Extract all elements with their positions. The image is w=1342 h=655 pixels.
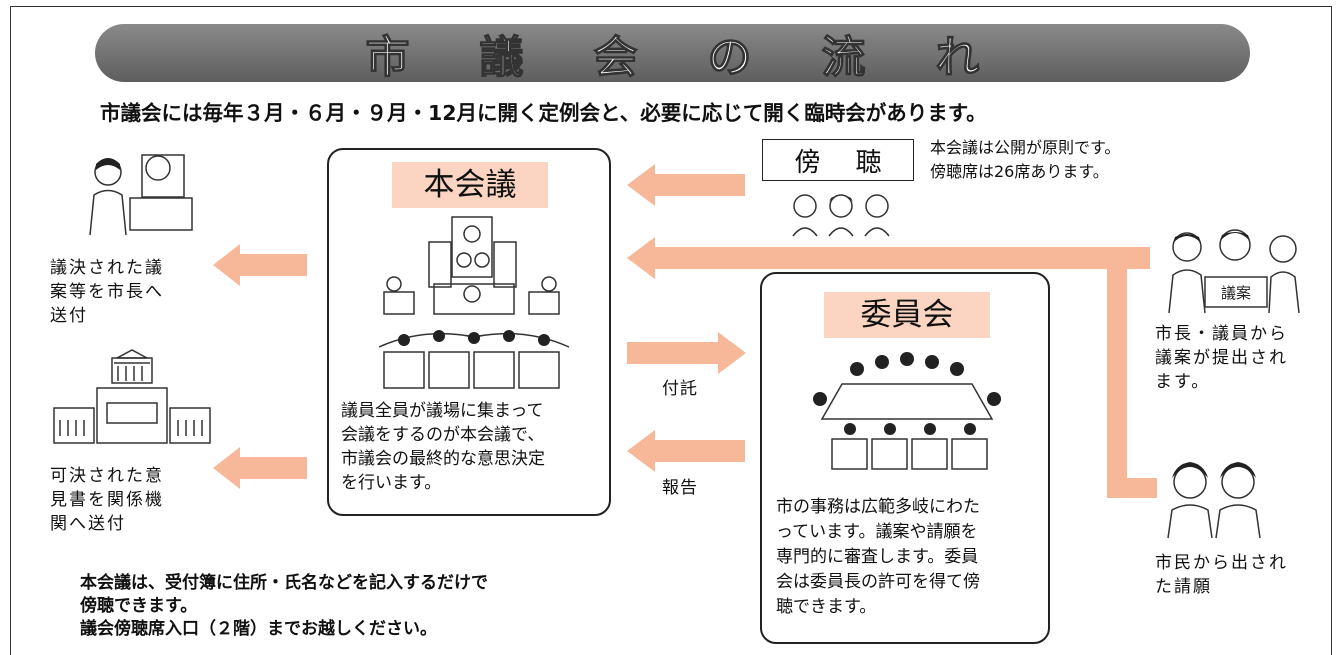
mayor-handover-illustration <box>89 154 193 236</box>
subtitle: 市議会には毎年３月・６月・９月・12月に開く定例会と、必要に応じて開く臨時会があ… <box>100 101 987 125</box>
notice-line-2: 傍聴できます。 <box>80 596 198 616</box>
honkaigi-desc: 議員全員が議場に集まって 会議をするのが本会議で、 市議会の最終的な意思決定 を… <box>341 401 545 493</box>
mayor-and-members-illustration: 議案 <box>1168 229 1300 314</box>
arrow-bocho-to-honkaigi <box>627 164 745 206</box>
petition-text: 市民から出され た請願 <box>1155 553 1288 597</box>
bocho-label: 傍 聴 <box>762 139 914 181</box>
arrow-honkaigi-to-mayor <box>213 244 307 286</box>
arrow-hokoku <box>627 430 745 472</box>
notice-line-3: 議会傍聴席入口（２階）までお越しください。 <box>80 619 437 639</box>
iinkai-box: 委員会 市の事務は広範多岐にわた っています。議案や請願を 専門的に審査します。… <box>760 272 1050 644</box>
plenary-hall-illustration <box>378 216 570 389</box>
audience-illustration <box>792 194 890 237</box>
page-frame <box>10 6 1332 655</box>
connector-petition <box>1107 478 1157 498</box>
sent-opinion-text: 可決された意 見書を関係機 関へ送付 <box>50 466 164 534</box>
iinkai-title: 委員会 <box>824 292 990 338</box>
honkaigi-title: 本会議 <box>392 162 548 208</box>
notice: 本会議は、受付簿に住所・氏名などを記入するだけで 傍聴できます。 議会傍聴席入口… <box>80 572 488 641</box>
honkaigi-box: 本会議 議員全員が議場に集まって 会議をするのが本会議で、 市議会の最終的な意思… <box>327 148 611 516</box>
connector-vertical <box>1107 258 1127 490</box>
banner: 市議会の流れ <box>95 24 1250 84</box>
arrow-proposal-to-honkaigi <box>627 237 1150 279</box>
proposal-text: 市長・議員から 議案が提出され ます。 <box>1155 324 1288 392</box>
citizens-illustration <box>1167 462 1261 539</box>
notice-line-1: 本会議は、受付簿に住所・氏名などを記入するだけで <box>80 573 488 593</box>
arrow-futaku <box>627 332 746 374</box>
bocho-note: 本会議は公開が原則です。 傍聴席は26席あります。 <box>930 138 1121 181</box>
government-building-illustration <box>53 349 211 444</box>
committee-illustration <box>813 352 1001 470</box>
iinkai-desc: 市の事務は広範多岐にわた っています。議案や請願を 専門的に審査します。委員 会… <box>776 497 980 617</box>
futaku-label: 付託 <box>662 379 698 399</box>
gian-label: 議案 <box>1221 284 1251 302</box>
sent-to-mayor-text: 議決された議 案等を市長へ 送付 <box>50 258 164 326</box>
bocho-label-1: 傍 <box>794 147 821 178</box>
arrow-honkaigi-to-agencies <box>213 447 307 489</box>
hokoku-label: 報告 <box>662 478 698 498</box>
banner-title: 市議会の流れ <box>365 31 1050 83</box>
bocho-label-2: 聴 <box>855 147 882 178</box>
